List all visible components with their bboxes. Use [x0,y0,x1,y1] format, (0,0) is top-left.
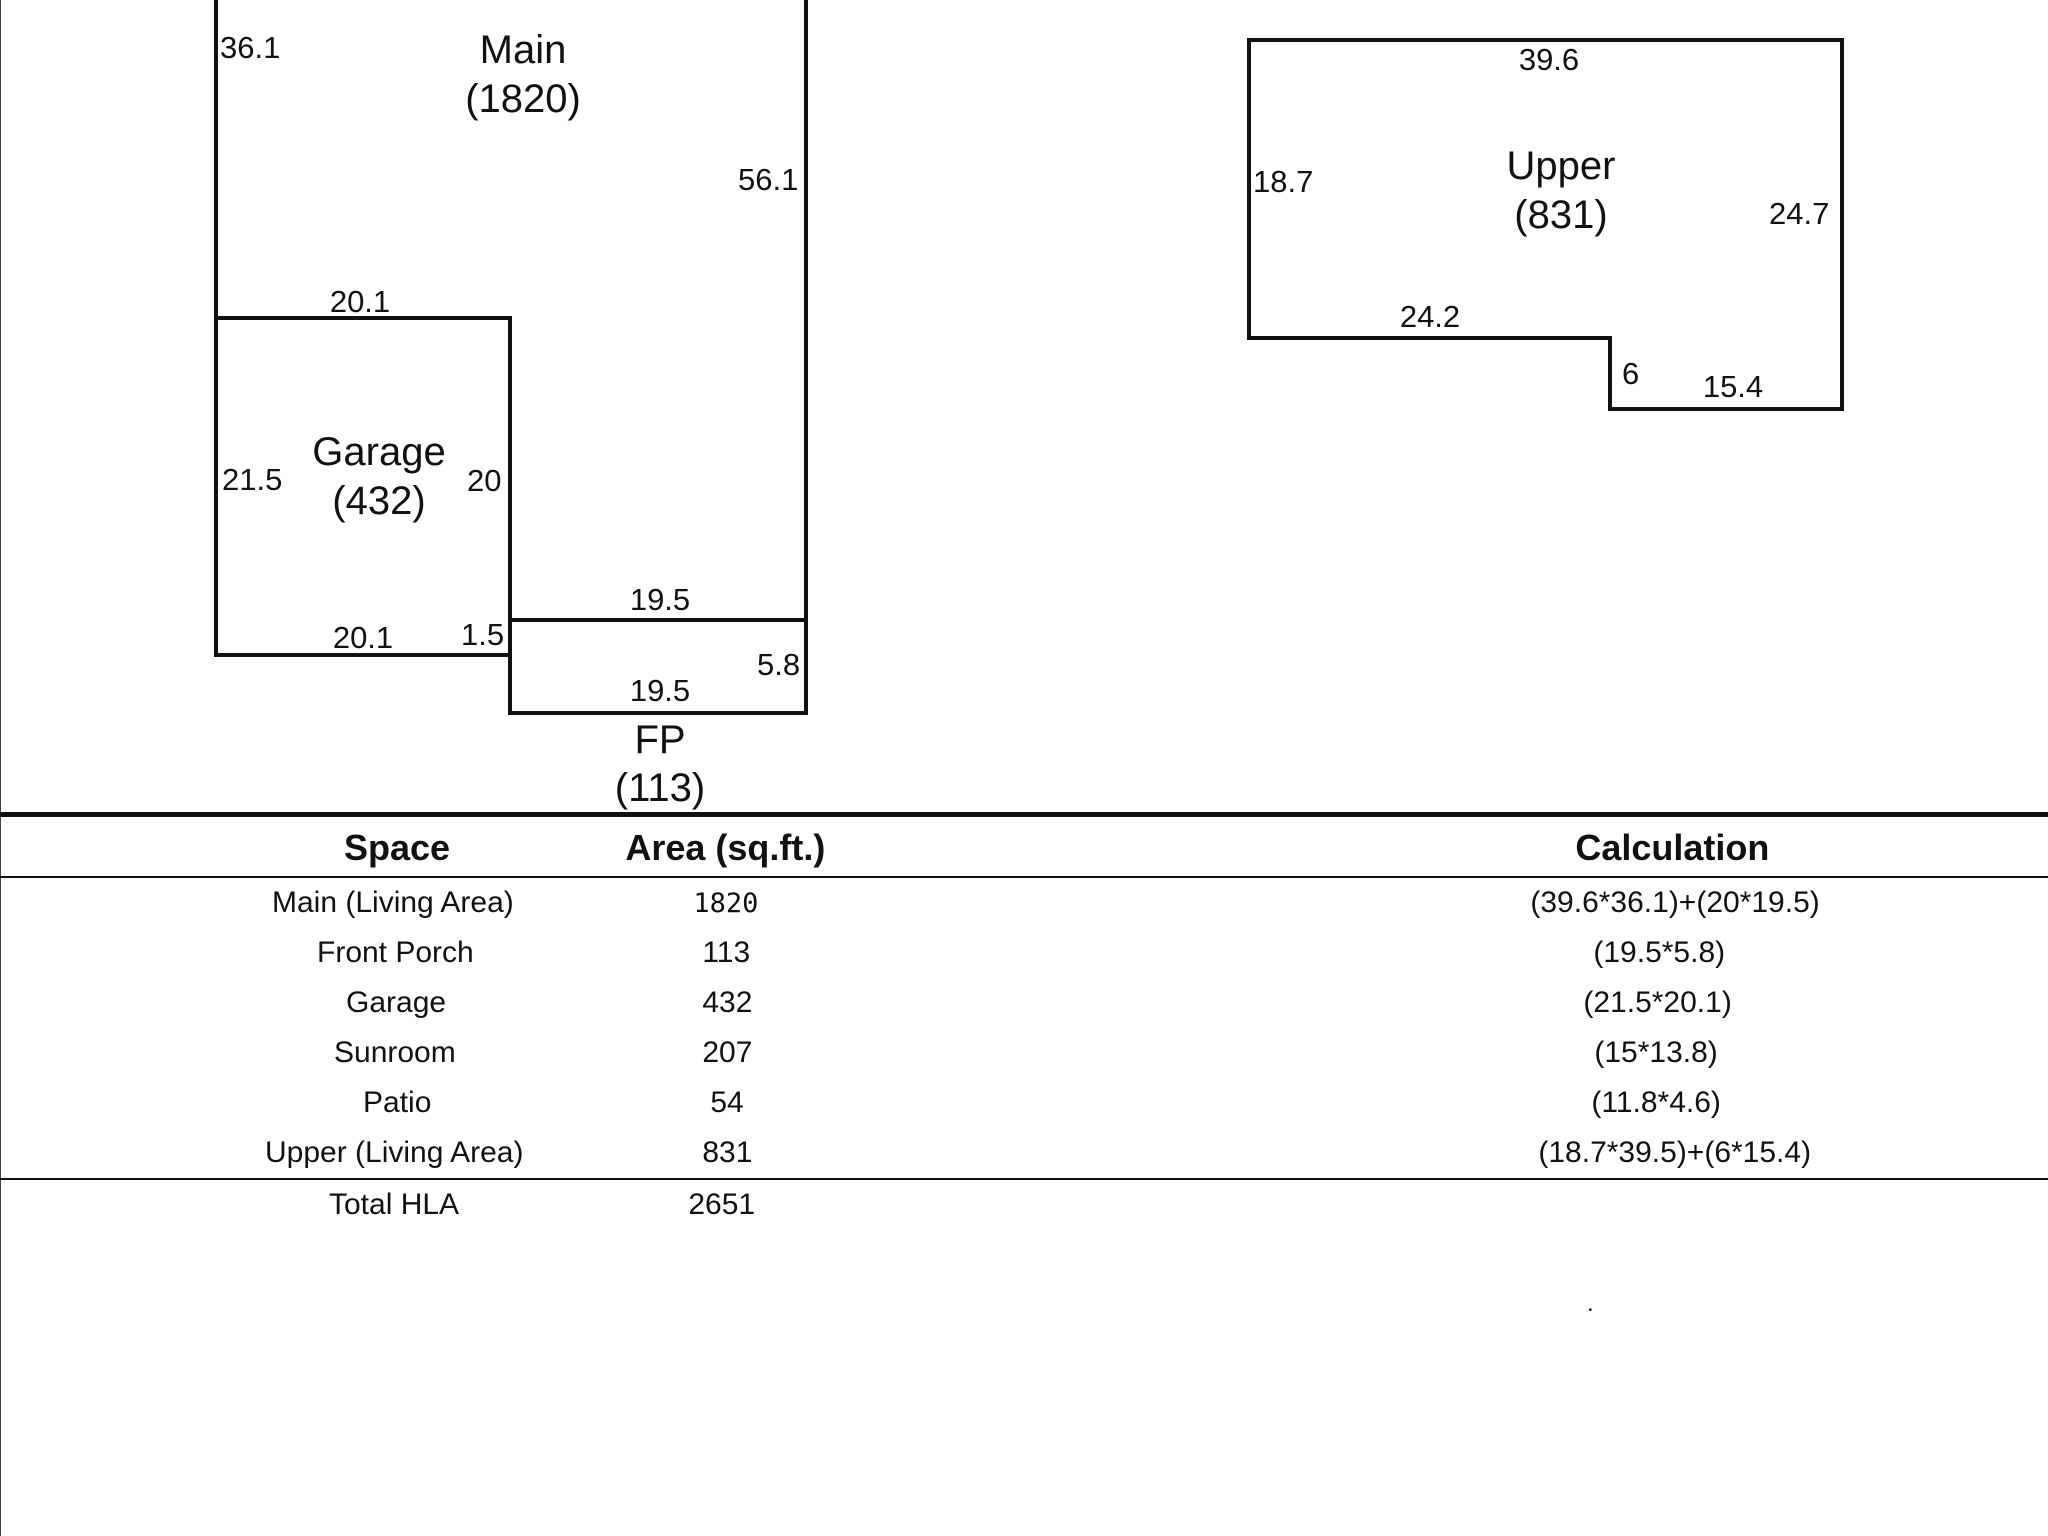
dim-upper-top: 39.6 [1519,42,1579,77]
dim-fp-right: 5.8 [757,647,800,682]
cell-calculation: (21.5*20.1) [1583,986,1732,1019]
cell-area: 54 [710,1086,744,1119]
main-room-area: (1820) [465,77,581,121]
cell-space: Upper (Living Area) [0,1128,714,1180]
total-label: Total HLA [329,1188,460,1221]
dim-garage-right: 20 [467,463,501,498]
cell-space: Sunroom [334,1036,456,1069]
main-room-name: Main [480,28,567,72]
dim-fp-bottom: 19.5 [630,673,690,708]
cell-space: Patio [363,1086,432,1119]
dim-garage-top: 20.1 [330,284,390,319]
cell-area: 113 [702,936,751,969]
dim-upper-left: 18.7 [1253,164,1313,199]
table-row: Upper (Living Area) 831 (18.7*39.5)+(6*1… [0,1128,2048,1180]
cell-calculation: (11.8*4.6) [1591,1086,1721,1119]
total-row: Total HLA 2651 [0,1179,2048,1230]
dim-main-left: 36.1 [220,30,280,65]
dim-garage-step: 1.5 [461,617,504,652]
total-calculation [913,1179,2048,1230]
header-space: Space [0,820,714,878]
main-room-outline [214,0,808,622]
page-left-border [0,0,1,1536]
fp-room-area: (113) [615,766,705,810]
table-row: Main (Living Area) 1820 (39.6*36.1)+(20*… [0,877,2048,928]
section-divider [0,812,2048,817]
header-calculation: Calculation [913,820,2048,878]
table-row: Sunroom 207 (15*13.8) [0,1028,2048,1078]
total-area: 2651 [688,1188,756,1221]
table-row: Garage 432 (21.5*20.1) [0,978,2048,1028]
dim-upper-bottom-left: 24.2 [1400,299,1460,334]
cell-space: Main (Living Area) [272,886,514,919]
upper-room-name: Upper [1507,144,1616,188]
upper-room-outline [1247,38,1844,411]
stray-dot: . [1587,1290,1594,1317]
cell-area: 831 [702,1128,903,1180]
header-area: Area (sq.ft.) [625,820,826,878]
cell-space: Garage [346,986,447,1019]
garage-room-area: (432) [332,479,425,523]
table-row: Front Porch 113 (19.5*5.8) [0,928,2048,978]
cell-area: 207 [702,1036,753,1069]
cell-area: 1820 [693,887,759,919]
floor-plan-sketch: Main (1820) Garage (432) FP (113) Upper … [214,0,1844,810]
dim-upper-step: 6 [1622,356,1639,391]
cell-calculation: (19.5*5.8) [1593,936,1726,969]
upper-room-area: (831) [1514,193,1607,237]
cell-area: 432 [702,986,753,1019]
cell-calculation: (18.7*39.5)+(6*15.4) [913,1128,2048,1180]
cell-calculation: (15*13.8) [1594,1036,1718,1069]
front-porch-outline [508,618,808,715]
area-summary-table: Space Area (sq.ft.) Calculation Main (Li… [0,820,2048,1230]
table-row: Patio 54 (11.8*4.6) [0,1078,2048,1128]
cell-space: Front Porch [317,936,474,969]
cell-calculation: (39.6*36.1)+(20*19.5) [1530,886,1820,919]
table-header-row: Space Area (sq.ft.) Calculation [0,820,2048,878]
dim-main-right: 56.1 [738,162,798,197]
dim-fp-top: 19.5 [630,582,690,617]
dim-upper-bottom-right: 15.4 [1703,369,1763,404]
dim-garage-bottom: 20.1 [333,620,393,655]
dim-upper-right: 24.7 [1769,196,1829,231]
dim-garage-left: 21.5 [222,462,282,497]
fp-room-name: FP [634,718,685,762]
garage-room-name: Garage [312,430,445,474]
